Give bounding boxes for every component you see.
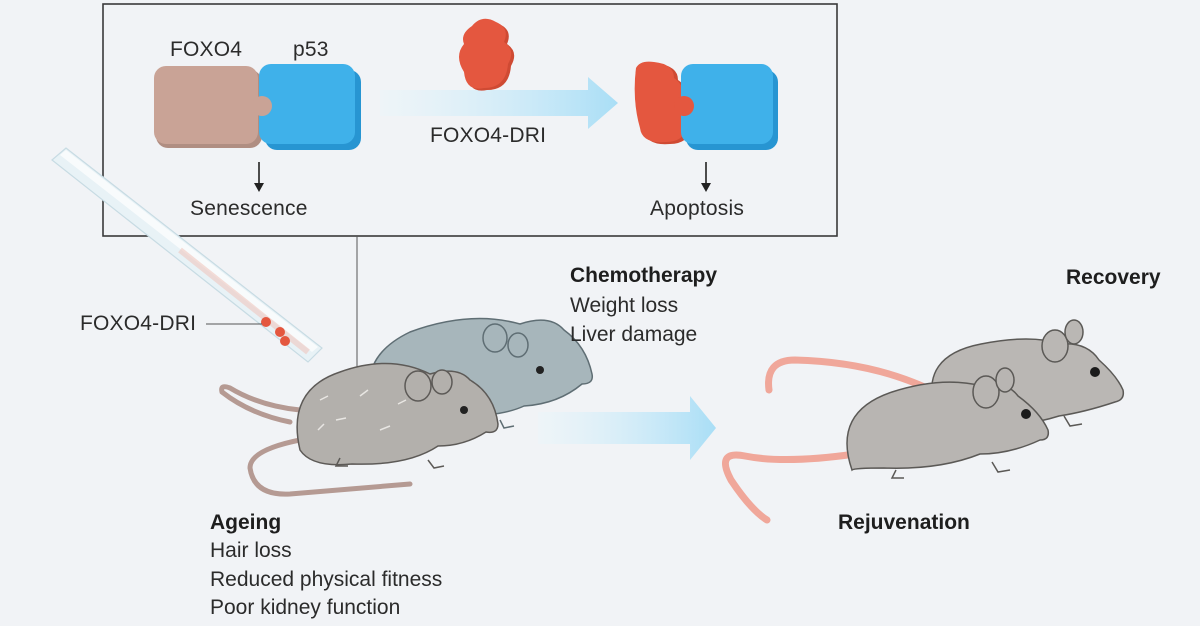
ageing-effect-item: Reduced physical fitness [210, 567, 443, 591]
rejuvenation-mouse [721, 367, 1050, 524]
rejuvenation-label: Rejuvenation [838, 511, 970, 534]
senescence-label: Senescence [190, 197, 308, 220]
syringe-drug-label: FOXO4-DRI [80, 312, 197, 335]
chemotherapy-effect-item: Liver damage [570, 322, 698, 346]
ageing-effect-item: Poor kidney function [210, 596, 401, 619]
foxo4-label: FOXO4 [170, 38, 243, 61]
apoptosis-arrow [701, 162, 711, 192]
chemotherapy-effect-item: Weight loss [570, 294, 679, 317]
injection-tube [51, 147, 323, 363]
ageing-title: Ageing [210, 511, 282, 534]
foxo4-dri-molecule [459, 18, 515, 91]
treatment-arrow [538, 396, 716, 460]
ageing-effect-item: Hair loss [210, 539, 292, 562]
chemotherapy-title: Chemotherapy [570, 264, 718, 287]
senescence-arrow [254, 162, 264, 192]
chemotherapy-effects: Weight loss Liver damage [570, 292, 697, 349]
ageing-mouse [219, 362, 499, 497]
apoptosis-label: Apoptosis [650, 197, 745, 220]
foxo4-protein-block [154, 66, 262, 148]
drug-label: FOXO4-DRI [430, 124, 547, 147]
drug-p53-complex [634, 61, 778, 150]
recovery-label: Recovery [1066, 266, 1161, 289]
drug-action-arrow [380, 77, 618, 129]
p53-label: p53 [293, 38, 329, 61]
p53-protein-block [252, 64, 361, 150]
ageing-effects: Hair loss Reduced physical fitness Poor … [210, 537, 442, 623]
